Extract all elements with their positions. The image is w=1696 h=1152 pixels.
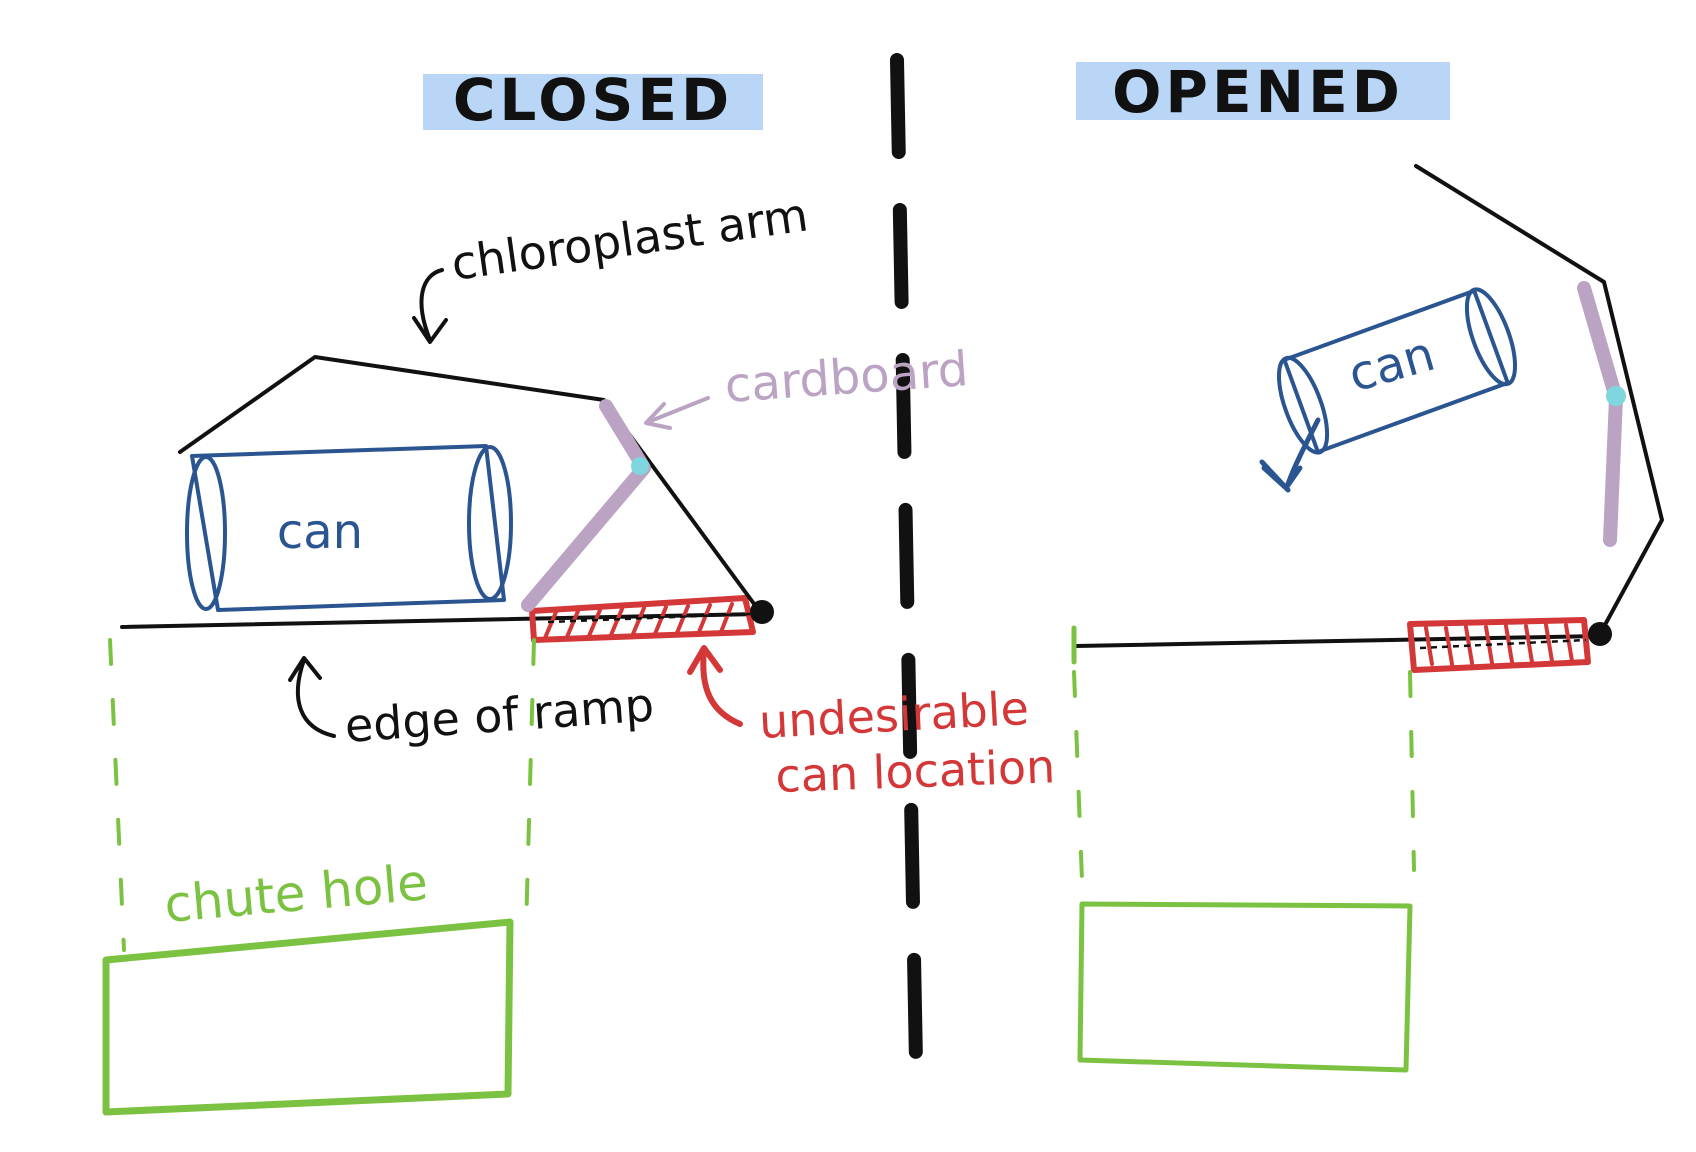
opened-undesirable-zone	[1407, 617, 1591, 673]
opened-hinge-dot	[1606, 386, 1626, 406]
closed-title: CLOSED	[453, 66, 733, 134]
undesirable-label-line1: undesirable	[758, 681, 1030, 749]
cardboard-label-arrow	[644, 396, 710, 430]
opened-pivot-dot	[1588, 622, 1612, 646]
opened-cardboard	[1577, 281, 1623, 547]
opened-title-highlight	[1076, 62, 1450, 120]
closed-hinge-dot	[631, 457, 649, 475]
undesirable-label-line2: can location	[774, 739, 1055, 803]
opened-can: can	[1276, 287, 1518, 455]
panel-divider	[890, 53, 923, 1069]
can-fall-arrow	[1259, 417, 1321, 493]
ramp-edge-arrow	[288, 656, 336, 738]
opened-ramp-line	[1074, 634, 1602, 648]
opened-chute	[1072, 670, 1416, 1073]
arm-label-arrow	[412, 268, 448, 344]
closed-pivot-dot	[750, 600, 774, 624]
closed-title-highlight	[423, 74, 763, 130]
undesirable-arrow	[687, 645, 743, 727]
cardboard-label: cardboard	[723, 341, 970, 414]
closed-can: can	[185, 444, 513, 612]
opened-title: OPENED	[1112, 58, 1404, 126]
arm-label: chloroplast arm	[448, 187, 811, 290]
closed-cardboard	[521, 399, 651, 612]
opened-can-label: can	[1342, 326, 1440, 404]
closed-undesirable-zone	[529, 595, 756, 643]
chute-label: chute hole	[162, 853, 430, 934]
closed-ramp-line	[120, 612, 762, 629]
ramp-edge-label: edge of ramp	[343, 678, 656, 753]
opened-chloroplast-arm	[1414, 164, 1664, 636]
closed-chloroplast-arm	[178, 355, 762, 614]
closed-can-label: can	[277, 504, 363, 560]
